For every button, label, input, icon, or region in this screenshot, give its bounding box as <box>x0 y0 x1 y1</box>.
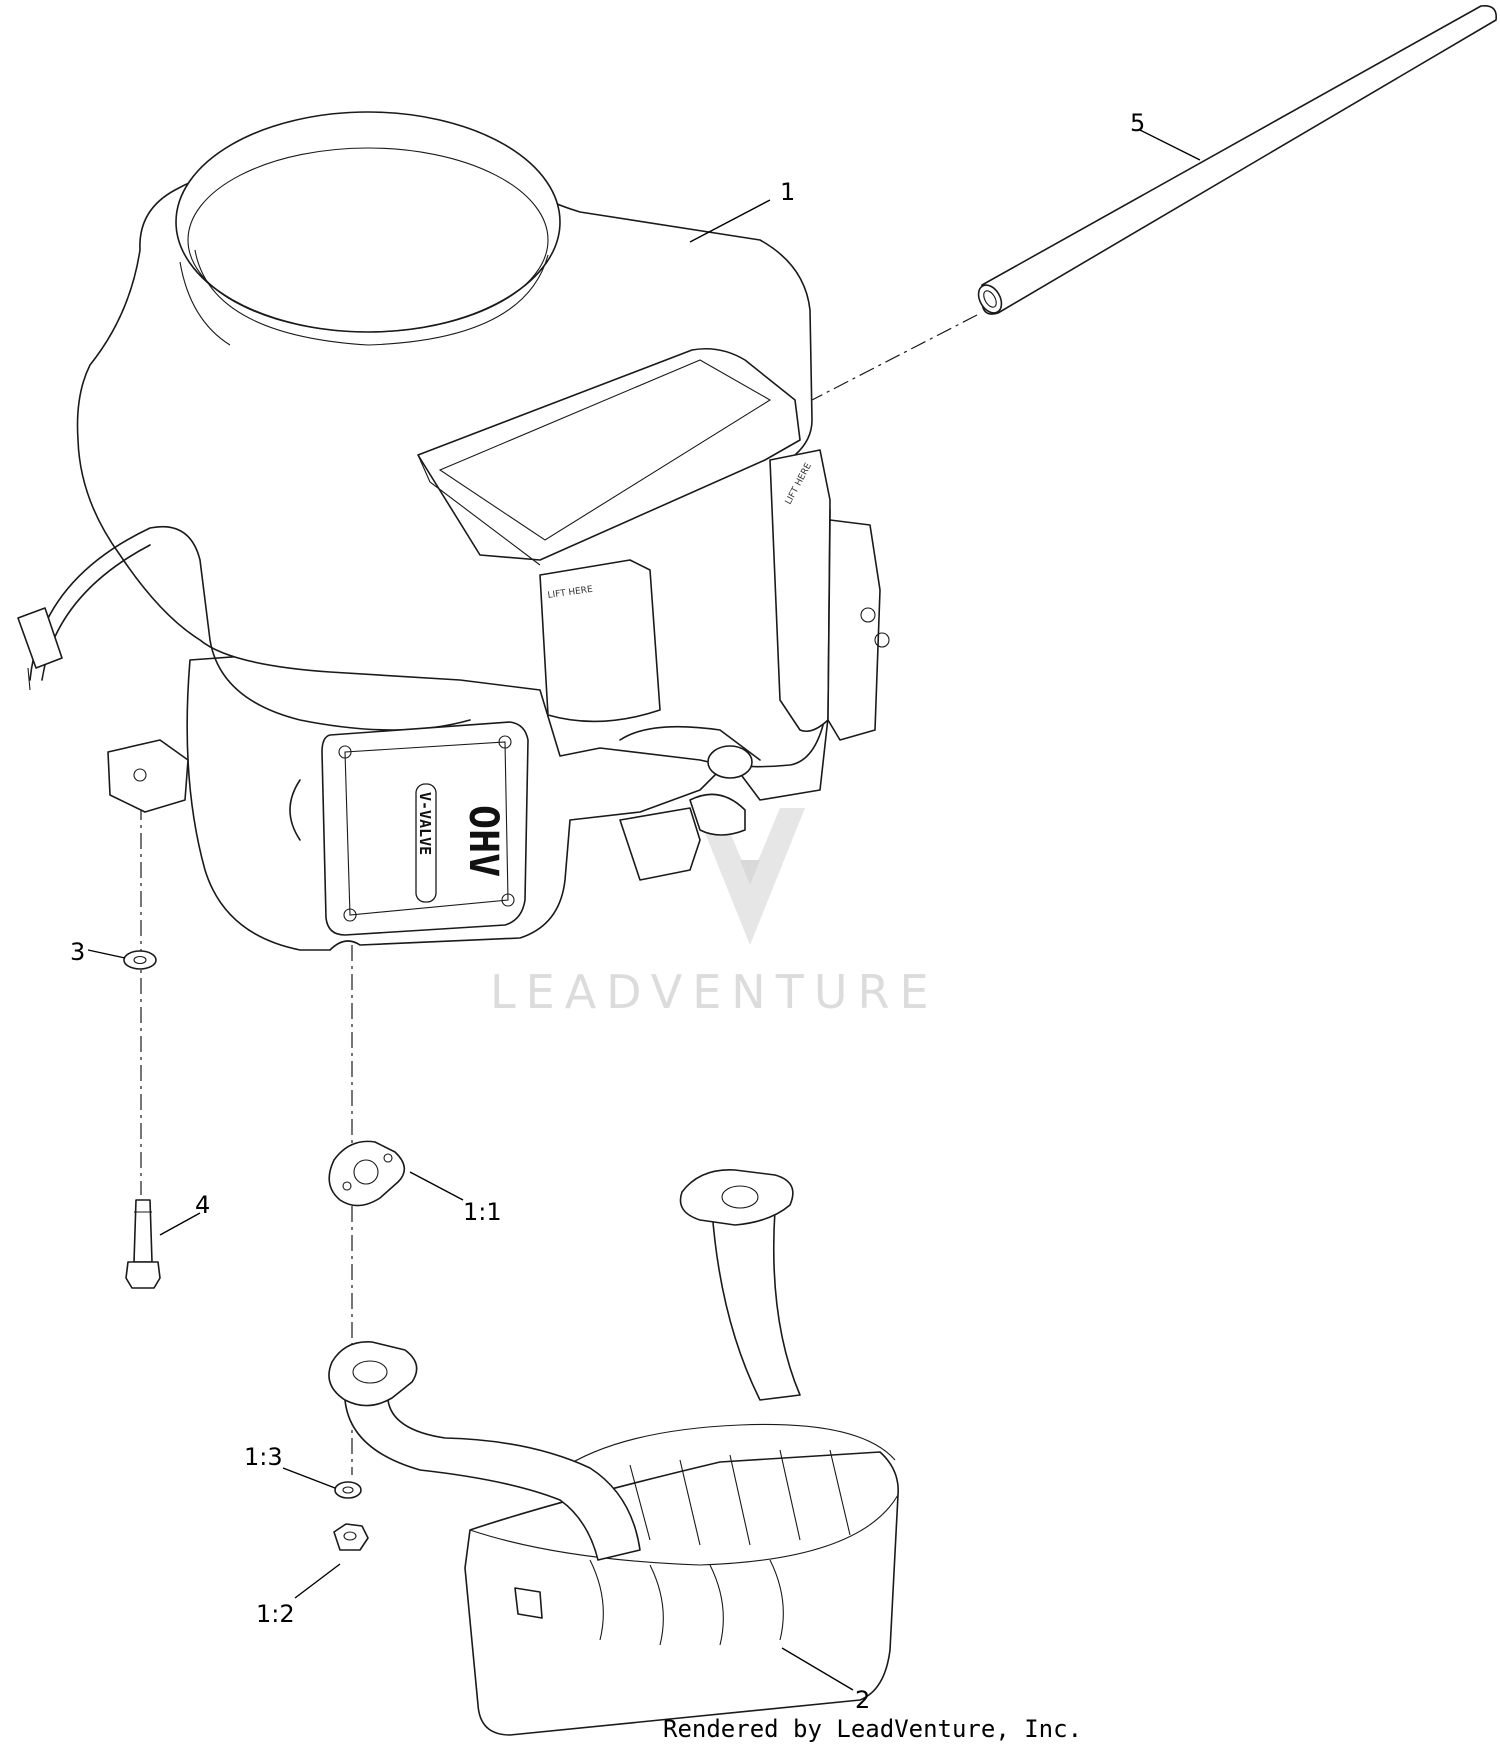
callout-labels: 1 5 3 4 1:1 1:3 1:2 2 <box>70 109 1145 1714</box>
muffler-mount-tab <box>514 1587 543 1619</box>
muffler-outlet-flange <box>679 1169 794 1226</box>
spark-plug-boot <box>707 745 753 779</box>
callout-1-3: 1:3 <box>244 1443 283 1471</box>
callout-1-2: 1:2 <box>256 1600 295 1628</box>
v-valve-badge: V-VALVE <box>415 783 437 903</box>
callout-1-1: 1:1 <box>463 1198 502 1226</box>
cylinder-shroud <box>539 559 661 723</box>
muffler-inlet-flange <box>328 1341 418 1407</box>
muffler-outlet-pipe <box>711 1209 801 1401</box>
callout-5: 5 <box>1130 109 1145 137</box>
exhaust-gasket <box>328 1140 406 1207</box>
watermark-text: LEADVENTURE <box>490 965 939 1019</box>
callout-3: 3 <box>70 938 85 966</box>
lock-washer <box>334 1481 362 1499</box>
blower-housing <box>175 111 561 333</box>
muffler <box>328 1169 899 1736</box>
fuel-filter <box>17 607 63 669</box>
mount-bolt <box>125 1199 161 1289</box>
dipstick-tube-axis <box>811 314 978 401</box>
dipstick-tube <box>977 4 1498 315</box>
governor-linkage <box>619 807 701 881</box>
engine: LIFT HERE LIFT HERE OHV V-VALVE <box>17 111 890 951</box>
air-cleaner-cover <box>417 347 801 561</box>
mount-washer <box>123 950 157 970</box>
ignition-module <box>827 519 881 741</box>
ohv-marking: OHV <box>460 805 506 877</box>
muffler-inlet-pipe <box>344 1399 641 1561</box>
hex-nut <box>333 1523 369 1551</box>
callout-leaders <box>87 129 1201 1691</box>
callout-4: 4 <box>195 1191 210 1219</box>
fuel-line <box>29 526 471 731</box>
callout-1: 1 <box>780 178 795 206</box>
mounting-bracket <box>107 739 189 813</box>
leadventure-watermark: LEADVENTURE <box>490 808 939 1019</box>
muffler-canister <box>464 1451 899 1736</box>
v-valve-marking: V-VALVE <box>416 792 434 855</box>
render-credit: Rendered by LeadVenture, Inc. <box>663 1715 1082 1743</box>
callout-2: 2 <box>855 1686 870 1714</box>
